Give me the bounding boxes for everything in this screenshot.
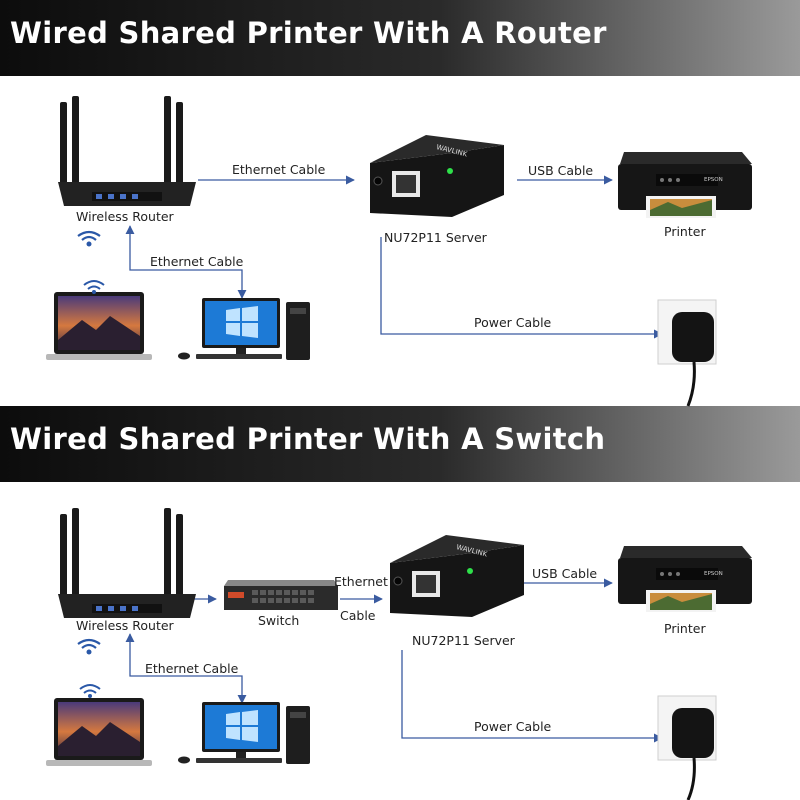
s1-router-icon (58, 96, 196, 206)
s2-router-pc-line (125, 633, 247, 704)
s2-switch-label: Switch (258, 613, 300, 628)
s1-power-label: Power Cable (474, 315, 552, 330)
s2-server-label: NU72P11 Server (412, 633, 515, 648)
s2-router-icon (58, 508, 196, 618)
s2-power-adapter-icon (657, 695, 717, 800)
s2-printer-label: Printer (664, 621, 706, 636)
s2-switch-icon (224, 580, 338, 610)
s1-router-server-label: Ethernet Cable (232, 162, 326, 177)
s1-server-label: NU72P11 Server (384, 230, 487, 245)
s1-laptop-wifi-icon (83, 280, 105, 294)
s1-wifi-signal-icon (77, 230, 101, 247)
s2-desktop-pc-icon (178, 702, 310, 764)
s1-power-adapter-icon (657, 299, 717, 407)
s1-printer-icon: EPSON (618, 152, 752, 218)
s2-router-pc-label: Ethernet Cable (145, 661, 239, 676)
s1-server-printer-label: USB Cable (528, 163, 594, 178)
s1-router-pc-line (125, 225, 247, 299)
s1-laptop-icon (46, 292, 152, 360)
s2-server-power-line (401, 650, 663, 743)
s2-server-printer-label: USB Cable (532, 566, 598, 581)
s1-print-server-icon: WAVLINK (370, 135, 504, 217)
section-2-title: Wired Shared Printer With A Switch (10, 422, 606, 456)
s2-printer-logo: EPSON (704, 571, 723, 577)
s1-printer-label: Printer (664, 224, 706, 239)
section-1-title: Wired Shared Printer With A Router (10, 16, 607, 50)
s2-switch-server-label-line1: Ethernet (334, 574, 388, 589)
section-2-banner: Wired Shared Printer With A Switch (0, 406, 800, 482)
s2-power-label: Power Cable (474, 719, 552, 734)
s2-laptop-icon (46, 698, 152, 766)
s2-wifi-signal-icon (77, 638, 101, 655)
s1-server-power-line (380, 237, 663, 339)
s1-router-pc-label: Ethernet Cable (150, 254, 244, 269)
section-1-banner: Wired Shared Printer With A Router (0, 0, 800, 76)
s1-desktop-pc-icon (178, 298, 310, 360)
s2-laptop-wifi-icon (79, 684, 101, 698)
s2-switch-server-label-line2: Cable (340, 608, 376, 623)
s2-print-server-icon: WAVLINK (390, 535, 524, 617)
s1-printer-logo: EPSON (704, 177, 723, 183)
s1-router-label: Wireless Router (76, 209, 174, 224)
s2-printer-icon: EPSON (618, 546, 752, 612)
s2-router-label: Wireless Router (76, 618, 174, 633)
